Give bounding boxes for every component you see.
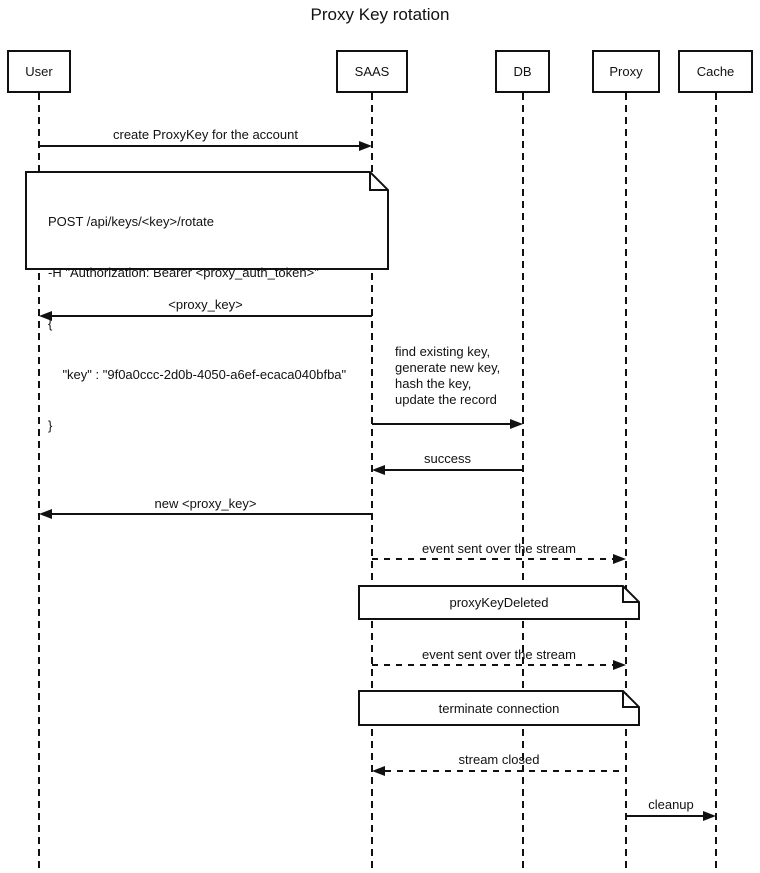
message-label: create ProxyKey for the account <box>113 127 298 142</box>
arrowhead-right-icon <box>510 419 523 429</box>
note-shape-icon <box>358 690 640 726</box>
message-line-text: hash the key, <box>395 376 472 391</box>
actor-label-db: DB <box>513 64 532 79</box>
note-line: } <box>48 418 53 433</box>
message-line-dashed <box>372 558 613 560</box>
actor-label-user: User <box>25 64 53 79</box>
note-shape-icon <box>25 171 389 270</box>
note-proxy-key-deleted: proxyKeyDeleted <box>358 585 640 620</box>
message-line <box>385 469 523 471</box>
note-label: proxyKeyDeleted <box>449 595 549 610</box>
message-label: <proxy_key> <box>168 297 243 312</box>
note-label: terminate connection <box>438 700 560 716</box>
actor-label-cache: Cache <box>696 64 735 79</box>
arrowhead-right-icon <box>613 554 626 564</box>
arrowhead-left-icon <box>372 766 385 776</box>
actor-box-saas: SAAS <box>336 50 408 93</box>
note-line: POST /api/keys/<key>/rotate <box>48 214 214 229</box>
message-line-dashed <box>385 770 626 772</box>
message-line-text: generate new key, <box>395 360 501 375</box>
message-label: new <proxy_key> <box>154 496 257 511</box>
arrowhead-right-icon <box>359 141 372 151</box>
actor-box-proxy: Proxy <box>592 50 660 93</box>
message-line <box>372 423 510 425</box>
actor-box-user: User <box>7 50 71 93</box>
lifeline-db <box>522 93 524 870</box>
lifeline-saas <box>371 93 373 870</box>
arrowhead-left-icon <box>372 465 385 475</box>
message-line <box>52 513 372 515</box>
arrowhead-left-icon <box>39 311 52 321</box>
message-line <box>626 815 704 817</box>
note-line: "key" : "9f0a0ccc-2d0b-4050-a6ef-ecaca04… <box>48 367 347 382</box>
message-label: stream closed <box>458 752 540 767</box>
message-line-text: find existing key, <box>395 344 491 359</box>
message-label: success <box>424 451 471 466</box>
actor-label-saas: SAAS <box>354 64 390 79</box>
diagram-title: Proxy Key rotation <box>310 5 450 24</box>
lifeline-user <box>38 93 40 870</box>
note-line: { <box>48 316 53 331</box>
lifeline-proxy <box>625 93 627 870</box>
message-label-multiline: find existing key, generate new key, has… <box>395 344 500 408</box>
message-line-text: update the record <box>395 392 497 407</box>
note-rotate-request: POST /api/keys/<key>/rotate -H "Authoriz… <box>25 171 389 433</box>
note-request-body: POST /api/keys/<key>/rotate -H "Authoriz… <box>25 171 389 433</box>
message-line-dashed <box>372 664 613 666</box>
actor-box-db: DB <box>495 50 550 93</box>
note-shape-icon <box>358 585 640 620</box>
message-label: event sent over the stream <box>422 541 576 556</box>
note-line: -H "Authorization: Bearer <proxy_auth_to… <box>48 265 319 280</box>
message-line <box>52 315 372 317</box>
note-terminate-connection: terminate connection <box>358 690 640 726</box>
arrowhead-right-icon <box>613 660 626 670</box>
arrowhead-left-icon <box>39 509 52 519</box>
message-line <box>39 145 361 147</box>
message-label: event sent over the stream <box>422 647 576 662</box>
actor-box-cache: Cache <box>678 50 753 93</box>
lifeline-cache <box>715 93 717 870</box>
arrowhead-right-icon <box>703 811 716 821</box>
message-label: cleanup <box>648 797 694 812</box>
actor-label-proxy: Proxy <box>609 64 643 79</box>
